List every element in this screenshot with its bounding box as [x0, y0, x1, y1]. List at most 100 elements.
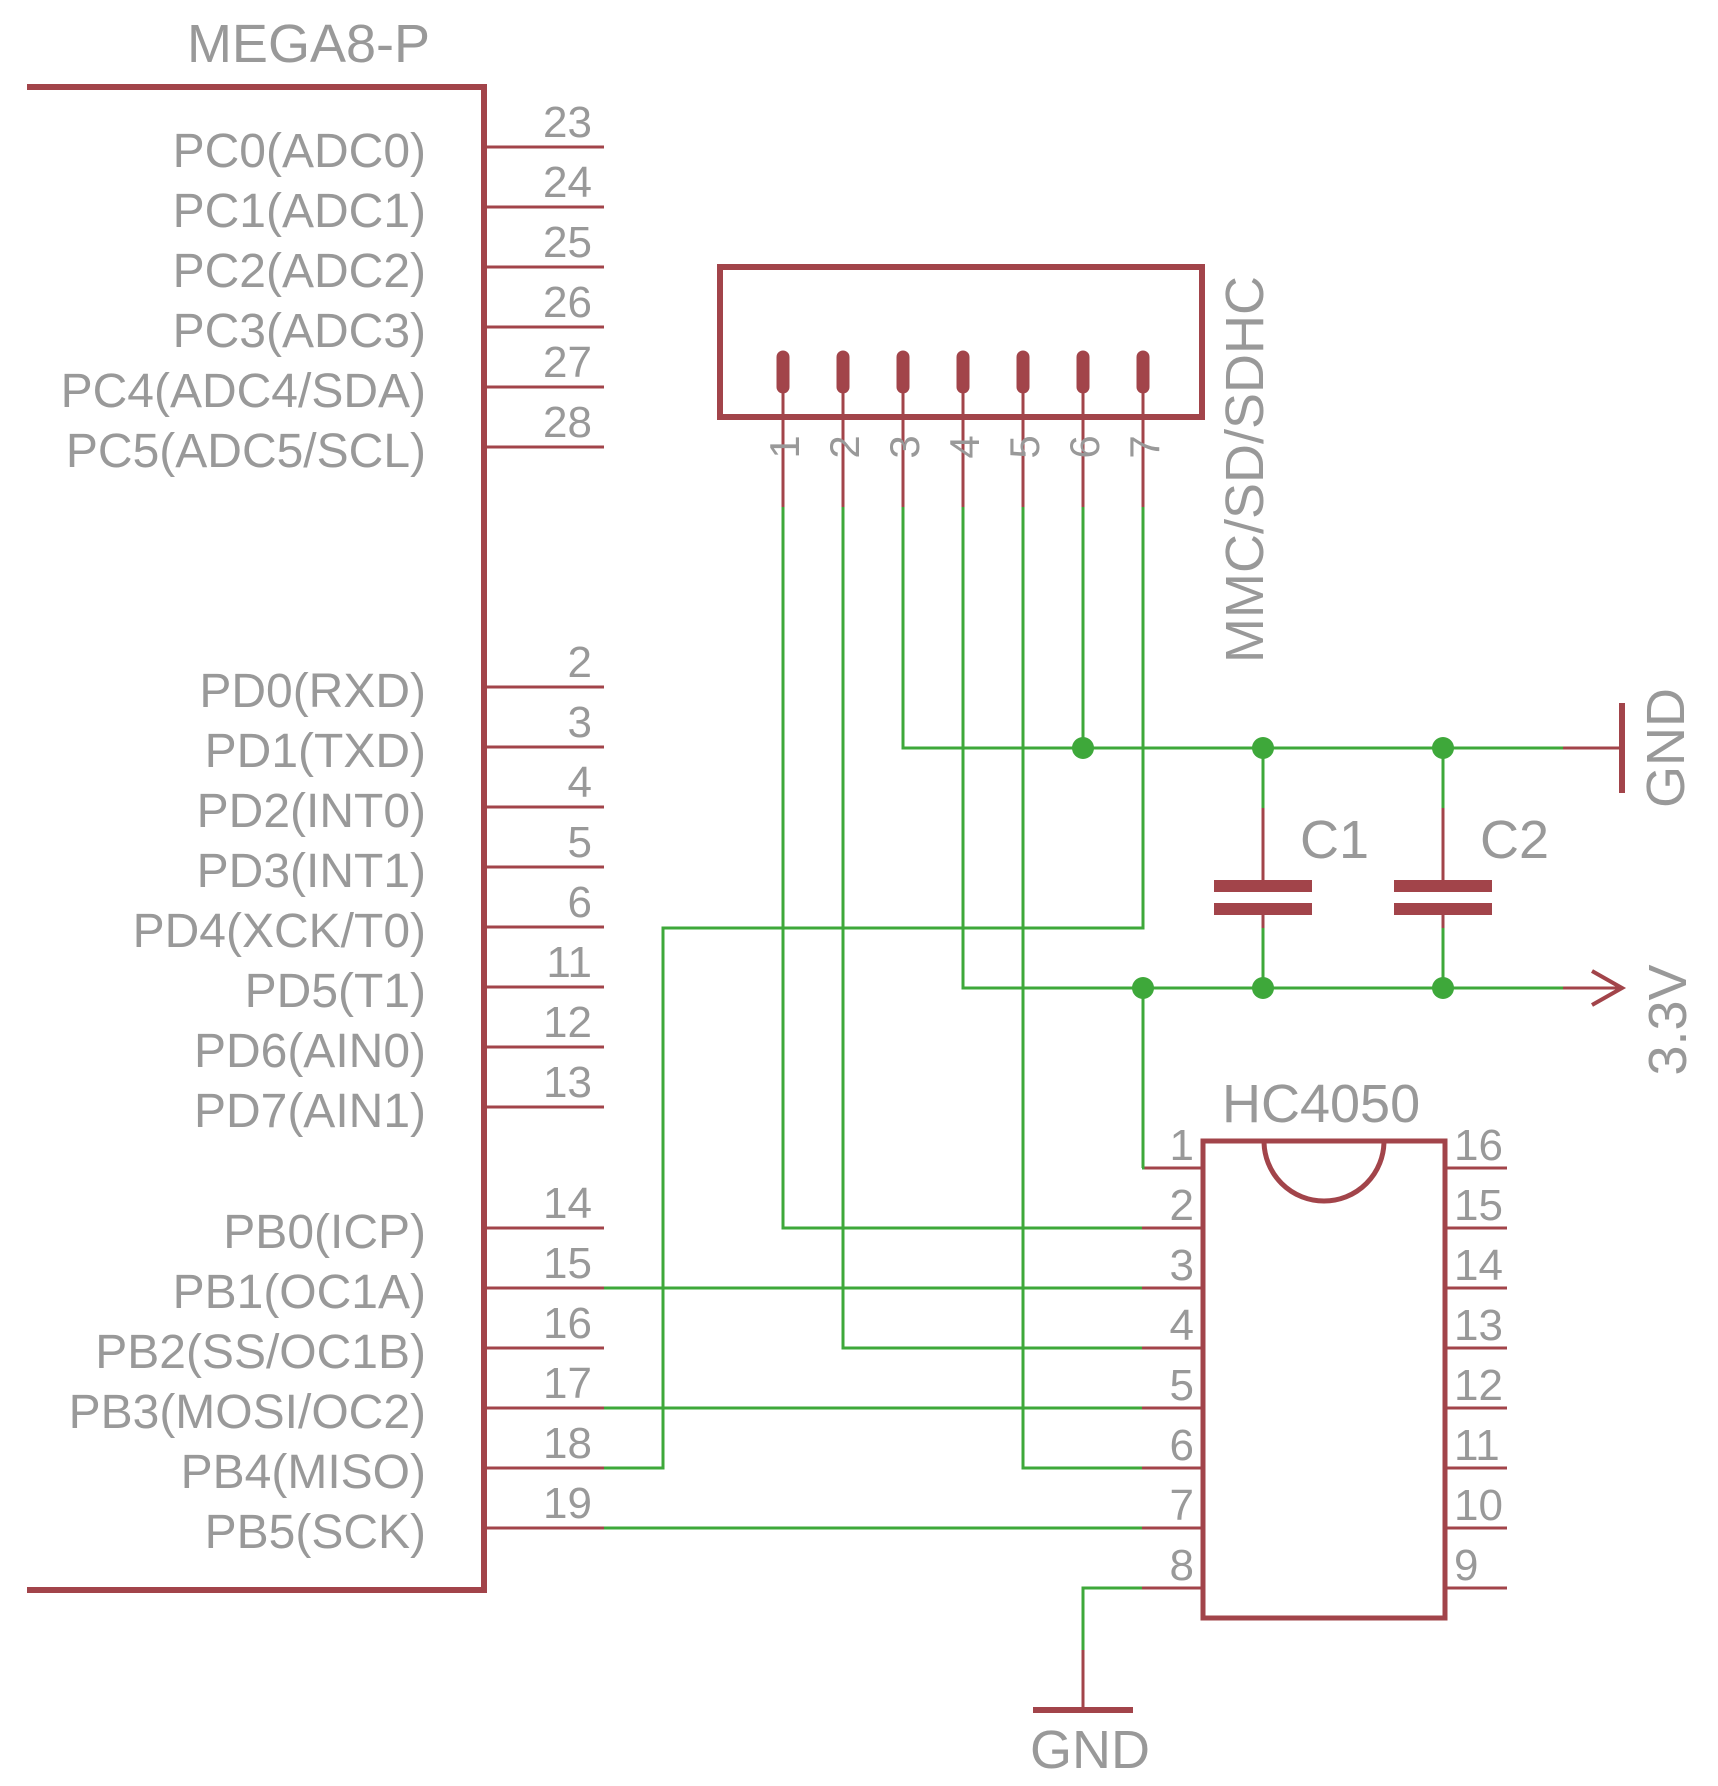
vcc-symbol: 3.3V: [1563, 964, 1698, 1076]
hc4050-right-pin-number: 13: [1454, 1301, 1503, 1350]
mega8-pin-label: PD4(XCK/T0): [133, 905, 426, 958]
mega8-pin-number: 2: [568, 638, 592, 687]
sd-card-body: [717, 264, 1205, 420]
vcc-arrow: [1591, 969, 1627, 1007]
mega8-pin-number: 25: [543, 218, 592, 267]
hc4050-body: [1200, 1138, 1448, 1621]
c2-plate-top: [1394, 880, 1492, 892]
mega8-pin-number: 19: [543, 1479, 592, 1528]
hc4050-left-pin-number: 8: [1170, 1541, 1194, 1590]
mega8-pin-label: PD5(T1): [245, 965, 426, 1018]
mega8-title: MEGA8-P: [187, 14, 430, 74]
mega8-pin-number: 26: [543, 278, 592, 327]
mega8-pin-number: 3: [568, 698, 592, 747]
hc4050-right-pin-number: 14: [1454, 1241, 1503, 1290]
mega8-pin-label: PB5(SCK): [205, 1506, 426, 1559]
junctions: [1072, 737, 1454, 999]
sd-card-pin-number: 3: [881, 435, 928, 458]
mega8-pin-label: PD3(INT1): [197, 845, 426, 898]
sd-card-symbol: MMC/SD/SDHC: [717, 264, 1275, 663]
mega8-pin-number: 14: [543, 1179, 592, 1228]
mega8-pin-number: 4: [568, 758, 592, 807]
capacitor-c2: C2: [1394, 808, 1549, 928]
hc4050-right-pin-number: 9: [1454, 1541, 1478, 1590]
sd-card-pin-number: 1: [761, 435, 808, 458]
mega8-pin-label: PD0(RXD): [199, 665, 426, 718]
mega8-pin-label: PC5(ADC5/SCL): [66, 425, 426, 478]
mega8-pin-label: PD7(AIN1): [194, 1085, 426, 1138]
wire-buf8-gnd: [1081, 1586, 1142, 1710]
hc4050-left-pin-number: 7: [1170, 1481, 1194, 1530]
mega8-pin-label: PC3(ADC3): [173, 305, 426, 358]
gnd-symbol-bottom: GND: [1030, 1650, 1150, 1780]
capacitor-c1: C1: [1214, 808, 1369, 928]
hc4050-left-pin-number: 1: [1170, 1121, 1194, 1170]
sd-card-title: MMC/SD/SDHC: [1215, 276, 1275, 663]
junction-dot: [1432, 737, 1454, 759]
wire-vcc-buf1: [1141, 988, 1145, 1170]
hc4050-right-pin-number: 11: [1454, 1421, 1500, 1470]
mega8-pins: PC0(ADC0)23PC1(ADC1)24PC2(ADC2)25PC3(ADC…: [61, 98, 604, 1559]
hc4050-left-pin-number: 2: [1170, 1181, 1194, 1230]
hc4050-left-pin-number: 5: [1170, 1361, 1194, 1410]
gnd-bottom-label: GND: [1030, 1720, 1150, 1780]
hc4050-symbol: HC4050: [1200, 1074, 1448, 1621]
vcc-label: 3.3V: [1638, 964, 1698, 1075]
wire-card2-buf4: [841, 507, 1142, 1350]
hc4050-right-pin-number: 12: [1454, 1361, 1503, 1410]
junction-dot: [1132, 977, 1154, 999]
mega8-pin-number: 6: [568, 878, 592, 927]
mega8-pin-number: 15: [543, 1239, 592, 1288]
junction-dot: [1252, 977, 1274, 999]
hc4050-left-pin-number: 6: [1170, 1421, 1194, 1470]
wire-card7-miso: [604, 507, 1145, 1470]
mega8-pin-label: PD1(TXD): [205, 725, 426, 778]
mega8-pin-number: 24: [543, 158, 592, 207]
mega8-pin-label: PB0(ICP): [223, 1206, 426, 1259]
mega8-pin-number: 13: [543, 1058, 592, 1107]
c1-plate-bottom: [1214, 903, 1312, 915]
mega8-pin-number: 27: [543, 338, 592, 387]
c2-label: C2: [1480, 810, 1549, 870]
mega8-pin-label: PB2(SS/OC1B): [95, 1326, 426, 1379]
junction-dot: [1252, 737, 1274, 759]
mega8-pin-label: PC2(ADC2): [173, 245, 426, 298]
gnd-right-label: GND: [1636, 688, 1696, 808]
c2-plate-bottom: [1394, 903, 1492, 915]
mega8-body: [27, 84, 487, 1593]
hc4050-left-pin-number: 3: [1170, 1241, 1194, 1290]
mega8-pin-label: PD6(AIN0): [194, 1025, 426, 1078]
wire-card5-buf6: [1021, 507, 1142, 1470]
mega8-pin-label: PC4(ADC4/SDA): [61, 365, 426, 418]
mega8-pin-number: 11: [546, 938, 592, 987]
mega8-pin-label: PB4(MISO): [181, 1446, 426, 1499]
sd-card-pin-number: 5: [1001, 435, 1048, 458]
junction-dot: [1432, 977, 1454, 999]
wire-vcc-bus: [961, 507, 1563, 990]
hc4050-right-pin-number: 10: [1454, 1481, 1503, 1530]
junction-dot: [1072, 737, 1094, 759]
c1-label: C1: [1300, 810, 1369, 870]
mega8-pin-label: PB1(OC1A): [173, 1266, 426, 1319]
c1-plate-top: [1214, 880, 1312, 892]
mega8-pin-number: 12: [543, 998, 592, 1047]
hc4050-left-pin-number: 4: [1170, 1301, 1194, 1350]
hc4050-right-pin-number: 16: [1454, 1121, 1503, 1170]
mega8-pin-number: 17: [543, 1359, 592, 1408]
mega8-pin-number: 18: [543, 1419, 592, 1468]
sd-card-pin-number: 7: [1121, 435, 1168, 458]
hc4050-right-pin-number: 15: [1454, 1181, 1503, 1230]
sd-card-pin-number: 4: [941, 435, 988, 458]
mega8-pin-number: 16: [543, 1299, 592, 1348]
mega8-pin-number: 23: [543, 98, 592, 147]
mega8-symbol: MEGA8-P: [27, 14, 487, 1593]
mega8-pin-label: PC1(ADC1): [173, 185, 426, 238]
mega8-pin-number: 28: [543, 398, 592, 447]
mega8-pin-label: PC0(ADC0): [173, 125, 426, 178]
hc4050-title: HC4050: [1222, 1074, 1420, 1134]
mega8-pin-number: 5: [568, 818, 592, 867]
gnd-symbol-right: GND: [1563, 688, 1696, 808]
